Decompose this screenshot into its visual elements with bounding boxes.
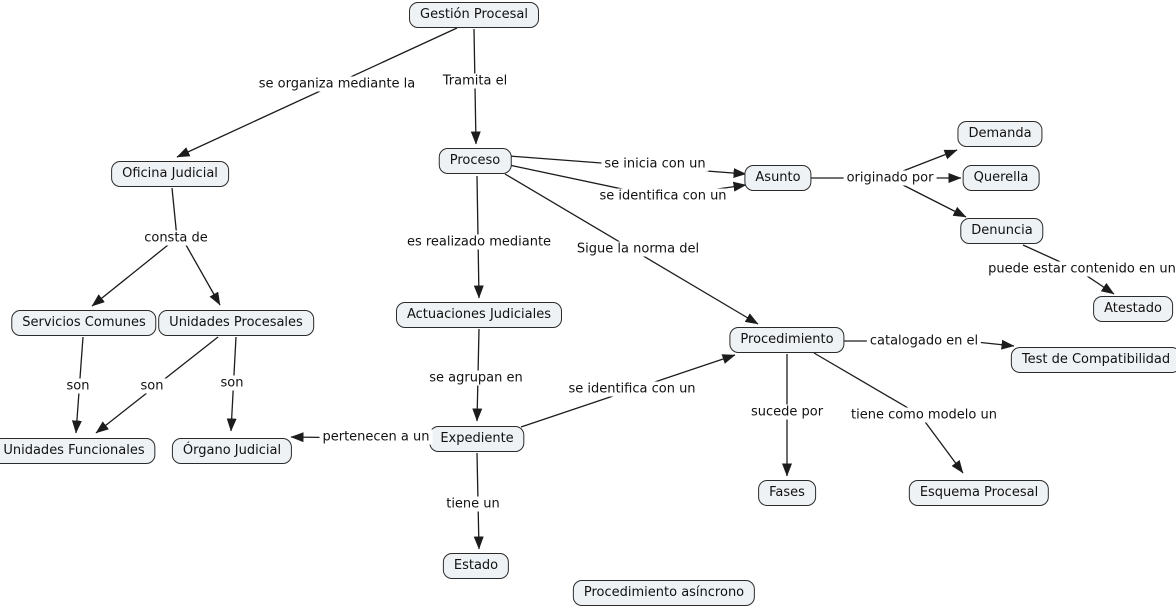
edge-label-se-organiza-mediante-la[interactable]: se organiza mediante la [255, 76, 419, 92]
node-unidades-funcionales[interactable]: Unidades Funcionales [0, 438, 156, 464]
edge-consta-to-servicios [91, 244, 169, 307]
edge-label-se-agrupan-en[interactable]: se agrupan en [426, 370, 526, 386]
node-servicios-comunes[interactable]: Servicios Comunes [11, 310, 157, 336]
edge-consta-to-unidades-procesales [185, 244, 221, 306]
edge-label-tramita-el[interactable]: Tramita el [439, 73, 511, 89]
node-proceso[interactable]: Proceso [438, 148, 512, 174]
node-demanda[interactable]: Demanda [957, 121, 1043, 147]
edge-originado-to-denuncia [902, 184, 967, 218]
node-unidades-procesales[interactable]: Unidades Procesales [158, 310, 314, 336]
edge-label-originado-por[interactable]: originado por [843, 170, 937, 186]
edge-label-se-inicia-con-un[interactable]: se inicia con un [601, 156, 709, 172]
edge-label-son-3[interactable]: son [217, 375, 247, 391]
node-test-de-compatibilidad[interactable]: Test de Compatibilidad [1010, 347, 1176, 373]
edge-originado-to-demanda [902, 149, 958, 172]
edge-gestion-to-oficina [176, 27, 458, 158]
node-procedimiento-asincrono[interactable]: Procedimiento asíncrono [572, 580, 756, 606]
node-expediente[interactable]: Expediente [429, 426, 525, 452]
node-asunto[interactable]: Asunto [744, 165, 812, 191]
node-denuncia[interactable]: Denuncia [960, 218, 1044, 244]
node-gestion-procesal[interactable]: Gestión Procesal [409, 2, 539, 28]
edge-label-son-1[interactable]: son [63, 378, 93, 394]
node-atestado[interactable]: Atestado [1093, 296, 1173, 322]
edge-catalogado-to-test [975, 339, 1015, 350]
edge-label-se-identifica-con-un-asunto[interactable]: se identifica con un [596, 188, 730, 204]
node-actuaciones-judiciales[interactable]: Actuaciones Judiciales [395, 302, 563, 328]
edge-label-son-2[interactable]: son [137, 378, 167, 394]
node-procedimiento[interactable]: Procedimiento [729, 327, 845, 353]
edge-label-es-realizado-mediante[interactable]: es realizado mediante [403, 234, 555, 250]
node-organo-judicial[interactable]: Órgano Judicial [171, 438, 293, 464]
node-estado[interactable]: Estado [442, 553, 510, 579]
edge-label-catalogado-en-el[interactable]: catalogado en el [866, 333, 982, 349]
node-oficina-judicial[interactable]: Oficina Judicial [111, 161, 229, 187]
edge-oficina-to-consta [171, 187, 178, 239]
edge-label-tiene-un[interactable]: tiene un [443, 496, 503, 512]
edge-label-sigue-la-norma-del[interactable]: Sigue la norma del [573, 241, 703, 257]
node-fases[interactable]: Fases [758, 480, 816, 506]
edge-label-sucede-por[interactable]: sucede por [747, 404, 827, 420]
edge-label-tiene-como-modelo-un[interactable]: tiene como modelo un [848, 407, 1000, 423]
node-esquema-procesal[interactable]: Esquema Procesal [908, 480, 1050, 506]
edge-label-puede-estar-contenido-en-un[interactable]: puede estar contenido en un [985, 261, 1176, 277]
edge-label-se-identifica-con-un-expediente[interactable]: se identifica con un [565, 381, 699, 397]
node-querella[interactable]: Querella [962, 165, 1040, 191]
edge-label-consta-de[interactable]: consta de [141, 230, 211, 246]
edge-label-pertenecen-a-un[interactable]: pertenecen a un [319, 429, 433, 445]
